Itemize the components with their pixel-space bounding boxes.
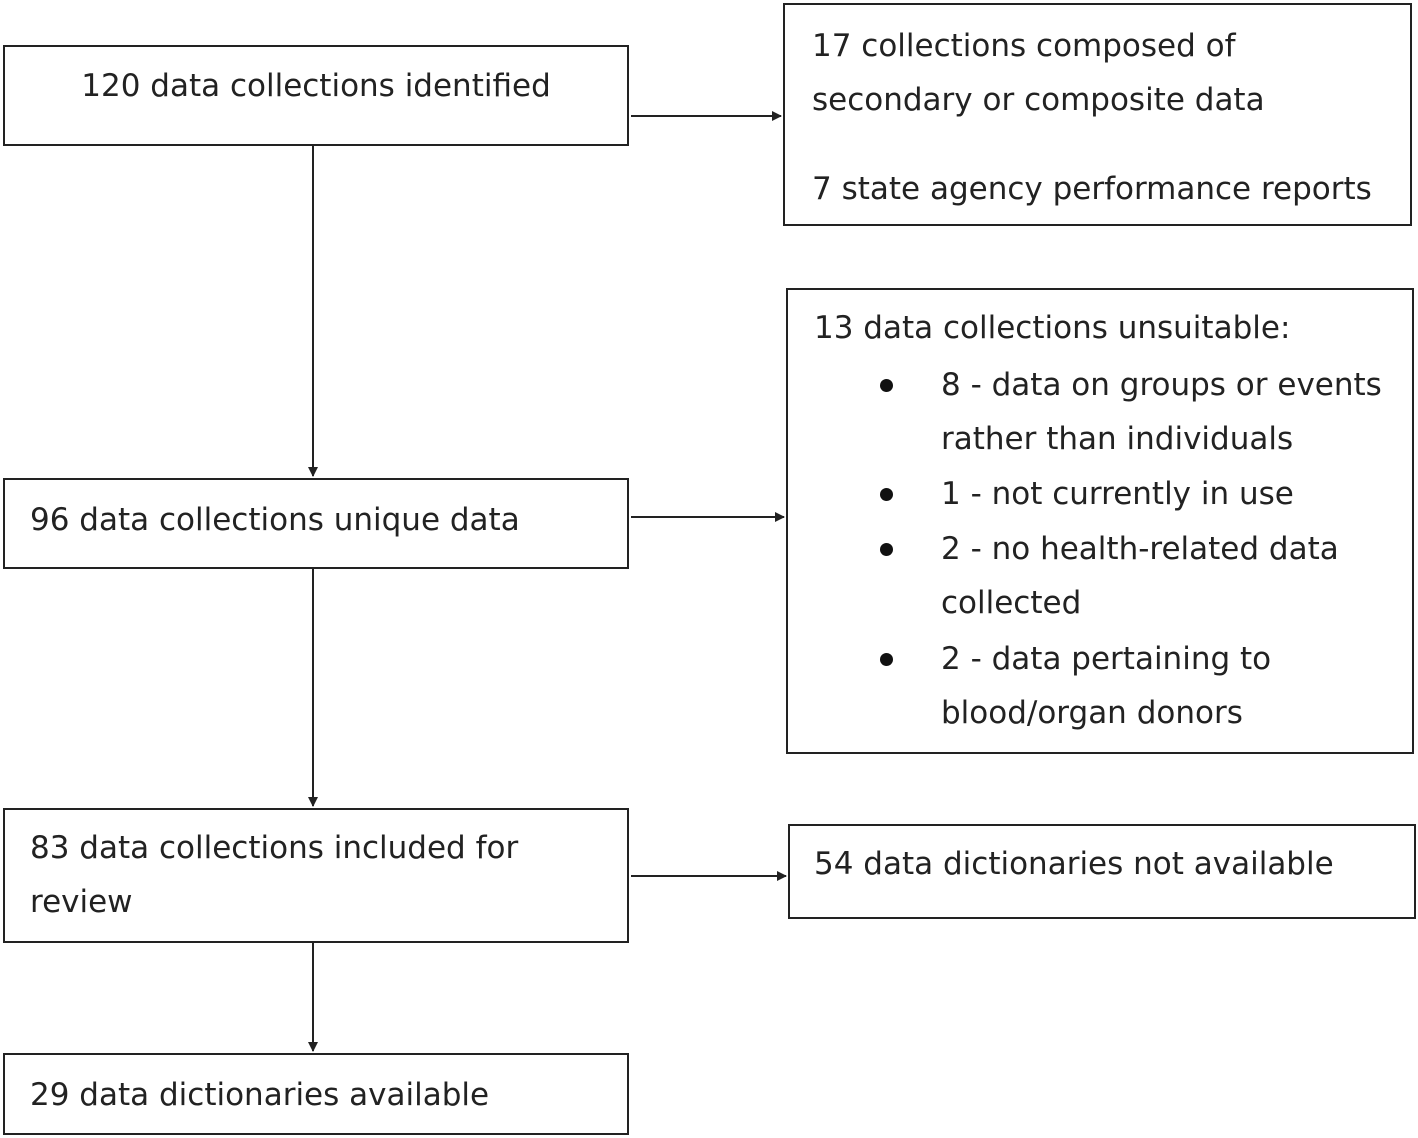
unsuitable-heading: 13 data collections unsuitable:	[814, 310, 1291, 346]
unsuitable-item-4-line-1: 2 - data pertaining to	[941, 641, 1272, 677]
bullet-icon	[880, 543, 893, 556]
excluded-line-3: 7 state agency performance reports	[812, 171, 1372, 207]
included-line-2: review	[30, 884, 133, 920]
unsuitable-item-3-line-1: 2 - no health-related data	[941, 531, 1339, 567]
included-line-1: 83 data collections included for	[30, 830, 519, 866]
identified-text: 120 data collections identified	[81, 68, 551, 104]
box-unique: 96 data collections unique data	[3, 478, 629, 569]
not-available-text: 54 data dictionaries not available	[814, 846, 1334, 882]
box-not-available: 54 data dictionaries not available	[788, 824, 1416, 919]
unsuitable-item-4-line-2: blood/organ donors	[941, 695, 1243, 731]
box-identified: 120 data collections identified	[3, 45, 629, 146]
excluded-line-2: secondary or composite data	[812, 82, 1265, 118]
unsuitable-item-2-line-1: 1 - not currently in use	[941, 476, 1294, 512]
unsuitable-item-1-line-2: rather than individuals	[941, 421, 1294, 457]
box-excluded-first: 17 collections composed of secondary or …	[783, 3, 1412, 226]
unique-text: 96 data collections unique data	[30, 502, 520, 538]
unsuitable-item-1-line-1: 8 - data on groups or events	[941, 367, 1382, 403]
box-unsuitable: 13 data collections unsuitable: 8 - data…	[786, 288, 1414, 754]
excluded-line-1: 17 collections composed of	[812, 28, 1236, 64]
box-included: 83 data collections included for review	[3, 808, 629, 943]
available-text: 29 data dictionaries available	[30, 1077, 490, 1113]
bullet-icon	[880, 653, 893, 666]
bullet-icon	[880, 379, 893, 392]
bullet-icon	[880, 488, 893, 501]
unsuitable-item-3-line-2: collected	[941, 585, 1082, 621]
box-available: 29 data dictionaries available	[3, 1053, 629, 1135]
